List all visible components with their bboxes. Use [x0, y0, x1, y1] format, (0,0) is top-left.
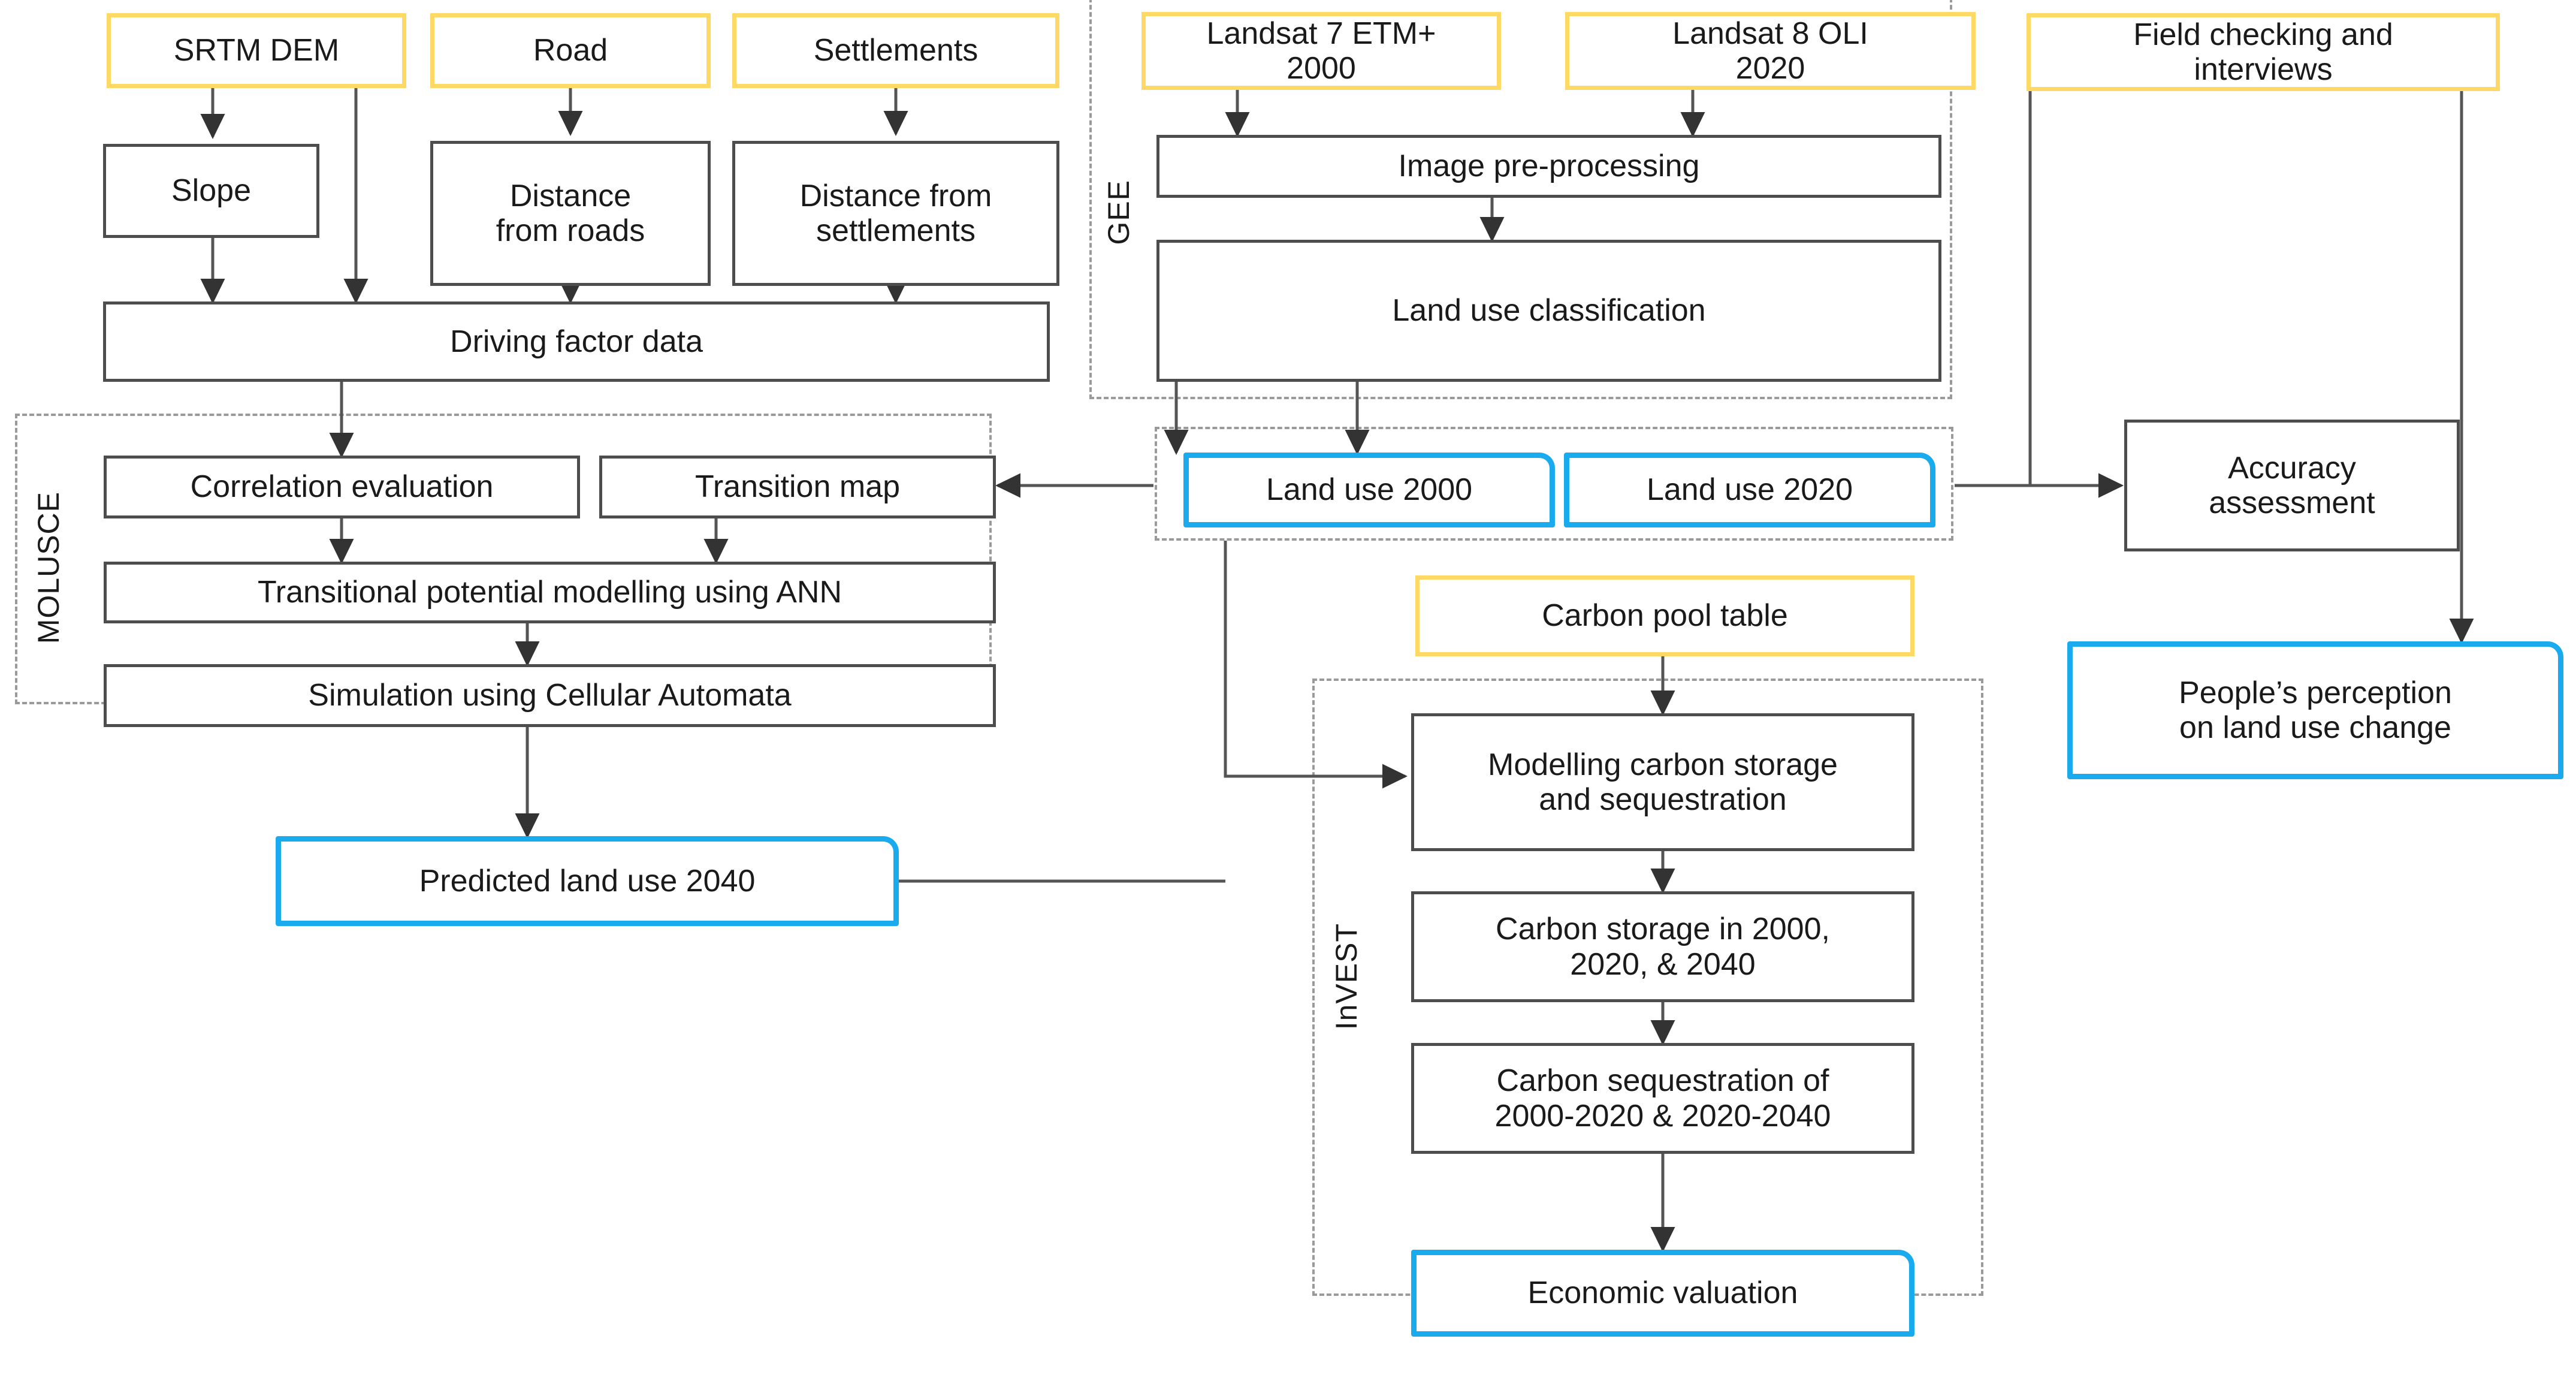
node-distance-settlements-label: Distance from settlements	[799, 178, 992, 248]
node-land-use-classification-label: Land use classification	[1392, 293, 1706, 328]
node-carbon-pool-table[interactable]: Carbon pool table	[1415, 575, 1914, 656]
node-distance-roads-label: Distance from roads	[496, 178, 645, 248]
node-modelling-carbon-label: Modelling carbon storage and sequestrati…	[1488, 747, 1838, 817]
node-landsat8-label: Landsat 8 OLI 2020	[1672, 16, 1868, 86]
node-peoples-perception-label: People’s perception on land use change	[2179, 675, 2452, 745]
node-carbon-sequestration-label: Carbon sequestration of 2000-2020 & 2020…	[1494, 1063, 1831, 1133]
node-simulation-ca[interactable]: Simulation using Cellular Automata	[104, 664, 996, 727]
node-landsat7[interactable]: Landsat 7 ETM+ 2000	[1141, 12, 1501, 90]
node-predicted-land-use-2040-label: Predicted land use 2040	[419, 863, 756, 898]
node-transition-map[interactable]: Transition map	[599, 456, 996, 518]
node-settlements-label: Settlements	[813, 33, 979, 68]
node-modelling-carbon[interactable]: Modelling carbon storage and sequestrati…	[1411, 713, 1914, 851]
node-distance-settlements[interactable]: Distance from settlements	[732, 141, 1059, 286]
node-carbon-pool-table-label: Carbon pool table	[1542, 598, 1788, 634]
node-transitional-potential-label: Transitional potential modelling using A…	[257, 575, 842, 610]
node-driving-factor-data[interactable]: Driving factor data	[103, 301, 1050, 382]
node-image-preprocessing-label: Image pre-processing	[1398, 149, 1700, 184]
node-land-use-2020-label: Land use 2020	[1646, 472, 1853, 508]
node-field-checking[interactable]: Field checking and interviews	[2027, 13, 2500, 91]
node-economic-valuation[interactable]: Economic valuation	[1411, 1250, 1914, 1337]
node-land-use-2000[interactable]: Land use 2000	[1183, 453, 1555, 527]
node-accuracy-assessment-label: Accuracy assessment	[2209, 450, 2375, 520]
group-land-use-results	[1155, 427, 1953, 541]
node-field-checking-label: Field checking and interviews	[2133, 17, 2393, 87]
node-correlation-evaluation[interactable]: Correlation evaluation	[104, 456, 580, 518]
node-distance-roads[interactable]: Distance from roads	[430, 141, 711, 286]
group-invest-label: InVEST	[1330, 923, 1363, 1030]
node-slope[interactable]: Slope	[103, 144, 319, 238]
node-carbon-storage-label: Carbon storage in 2000, 2020, & 2040	[1496, 912, 1830, 982]
group-gee	[1089, 0, 1952, 399]
node-land-use-2000-label: Land use 2000	[1266, 472, 1473, 508]
node-land-use-classification[interactable]: Land use classification	[1156, 240, 1941, 382]
node-transition-map-label: Transition map	[695, 469, 900, 505]
node-road-label: Road	[533, 33, 608, 68]
node-predicted-land-use-2040[interactable]: Predicted land use 2040	[276, 836, 899, 926]
node-landsat7-label: Landsat 7 ETM+ 2000	[1206, 16, 1436, 86]
node-settlements[interactable]: Settlements	[732, 13, 1059, 88]
node-driving-factor-data-label: Driving factor data	[450, 324, 703, 359]
node-srtm-dem-label: SRTM DEM	[173, 33, 340, 68]
node-simulation-ca-label: Simulation using Cellular Automata	[308, 678, 792, 713]
node-carbon-storage[interactable]: Carbon storage in 2000, 2020, & 2040	[1411, 891, 1914, 1002]
node-land-use-2020[interactable]: Land use 2020	[1564, 453, 1935, 527]
node-road[interactable]: Road	[430, 13, 711, 88]
node-correlation-evaluation-label: Correlation evaluation	[190, 469, 494, 505]
node-landsat8[interactable]: Landsat 8 OLI 2020	[1565, 12, 1976, 90]
node-srtm-dem[interactable]: SRTM DEM	[107, 13, 406, 88]
node-peoples-perception[interactable]: People’s perception on land use change	[2067, 641, 2563, 779]
group-gee-label: GEE	[1102, 180, 1136, 245]
group-molusce-label: MOLUSCE	[32, 492, 65, 644]
node-economic-valuation-label: Economic valuation	[1527, 1276, 1798, 1311]
node-transitional-potential[interactable]: Transitional potential modelling using A…	[104, 562, 996, 623]
node-image-preprocessing[interactable]: Image pre-processing	[1156, 135, 1941, 198]
node-accuracy-assessment[interactable]: Accuracy assessment	[2124, 420, 2460, 551]
node-carbon-sequestration[interactable]: Carbon sequestration of 2000-2020 & 2020…	[1411, 1043, 1914, 1154]
node-slope-label: Slope	[171, 173, 251, 209]
